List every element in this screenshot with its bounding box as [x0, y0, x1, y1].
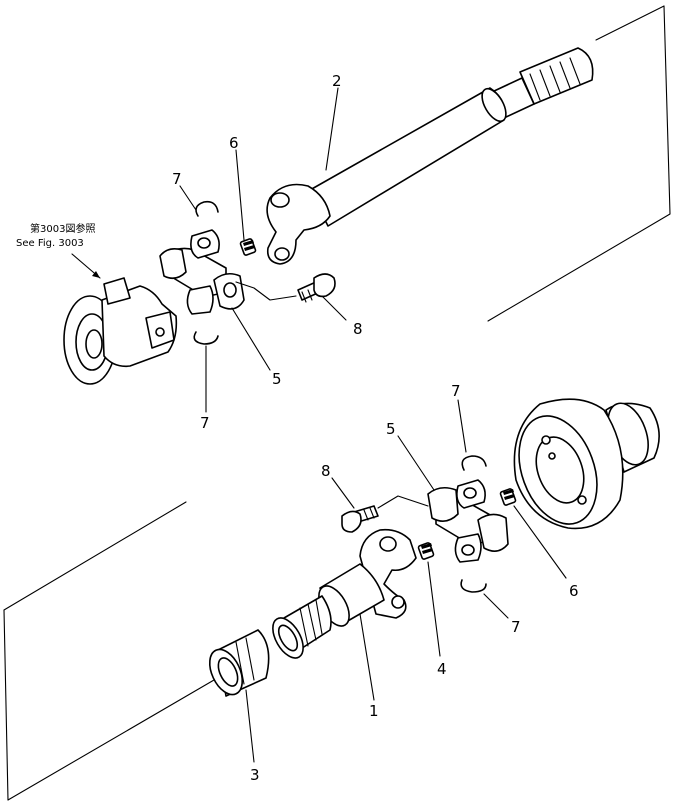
reference-arrow-head: [92, 271, 100, 278]
shaft-tube: [309, 87, 506, 227]
lower-flange-hole-1: [541, 435, 551, 445]
upper-bearing-cap-bottom: [186, 285, 214, 315]
lower-bolt: [341, 505, 379, 533]
leader-lower-7-top: [457, 399, 467, 453]
flange-lug-hole: [155, 327, 165, 337]
upper-snap-ring-bottom: [193, 331, 219, 345]
upper-plane-line-top: [595, 5, 665, 41]
callout-lower-8: 8: [321, 462, 331, 480]
upper-cap-right-face: [223, 282, 237, 298]
lower-snap-ring-top: [461, 455, 487, 471]
callout-upper-2: 2: [332, 72, 342, 90]
upper-bolt-head: [313, 273, 336, 298]
lower-bearing-cap-left: [427, 486, 459, 522]
dust-ring-bore: [217, 657, 239, 687]
upper-plane-line-bottom: [487, 213, 671, 322]
leader-lower-4: [427, 561, 441, 657]
leader-upper-6: [235, 149, 245, 241]
lower-cap-top-face: [463, 487, 477, 499]
upper-cap-top-face: [197, 237, 211, 249]
lower-sleeve-bore: [277, 624, 299, 652]
upper-snap-ring-top: [195, 200, 219, 217]
lower-grease-fitting-4: [417, 542, 435, 560]
leader-upper-5: [231, 307, 271, 371]
lower-yoke-hole-bottom: [391, 595, 405, 609]
lower-grease-fitting-6: [499, 488, 517, 506]
lower-flange-hole-2: [577, 495, 587, 505]
lower-connector-line: [377, 495, 429, 509]
callout-lower-1: 1: [369, 702, 379, 720]
leader-lower-3: [245, 689, 255, 763]
yoke-hole-bottom: [274, 247, 290, 261]
lower-cap-bottom-face: [461, 544, 475, 556]
lower-slip-yoke-shaft: [272, 528, 417, 659]
shaft-tube-end-ring: [481, 87, 507, 123]
callout-lower-7-top: 7: [451, 382, 461, 400]
leader-lower-7-bottom: [483, 593, 509, 619]
flange-spline-bore: [85, 329, 103, 359]
lower-yoke-hole-top: [379, 536, 397, 552]
lower-spider-assembly: [427, 479, 509, 563]
callout-upper-6: 6: [229, 134, 239, 152]
lower-flange-hole-3: [548, 452, 556, 460]
lower-snap-ring-bottom: [460, 579, 487, 593]
lower-flange-housing: [513, 398, 660, 530]
lower-plane-line-bottom: [7, 679, 215, 801]
callout-upper-8: 8: [353, 320, 363, 338]
upper-connector-line: [235, 281, 297, 301]
leader-lower-5: [397, 435, 435, 491]
lower-plane-line-left: [3, 609, 9, 801]
upper-flange-housing: [63, 277, 178, 385]
reference-note-jp: 第3003図参照: [30, 222, 95, 235]
callout-lower-7-bottom: 7: [511, 618, 521, 636]
callout-upper-5: 5: [272, 370, 282, 388]
lower-plane-line-top: [3, 501, 187, 611]
lower-bolt-head: [341, 510, 362, 533]
leader-lower-8: [331, 477, 355, 509]
leader-lower-6: [513, 505, 567, 579]
callout-lower-3: 3: [250, 766, 260, 784]
callout-lower-5: 5: [386, 420, 396, 438]
reference-note-en: See Fig. 3003: [16, 238, 84, 249]
lower-bearing-cap-right: [477, 513, 509, 552]
callout-lower-6: 6: [569, 582, 579, 600]
lower-dust-ring: [208, 629, 270, 697]
upper-drive-shaft: [266, 47, 594, 265]
upper-plane-line-right: [663, 5, 671, 215]
yoke-hole-top: [270, 192, 290, 208]
shaft-spline-end: [519, 47, 594, 105]
upper-spider-assembly: [159, 229, 245, 315]
leader-upper-7-top: [179, 185, 197, 211]
callout-upper-7-top: 7: [172, 170, 182, 188]
upper-bolt: [297, 273, 336, 303]
callout-lower-4: 4: [437, 660, 447, 678]
callout-upper-7-bottom: 7: [200, 414, 210, 432]
leader-lower-1: [359, 613, 375, 701]
upper-grease-fitting: [239, 238, 257, 256]
leader-upper-2: [325, 87, 339, 171]
upper-bearing-cap-left: [159, 248, 187, 280]
leader-upper-8: [321, 295, 347, 321]
flange-lug-top: [103, 277, 131, 305]
